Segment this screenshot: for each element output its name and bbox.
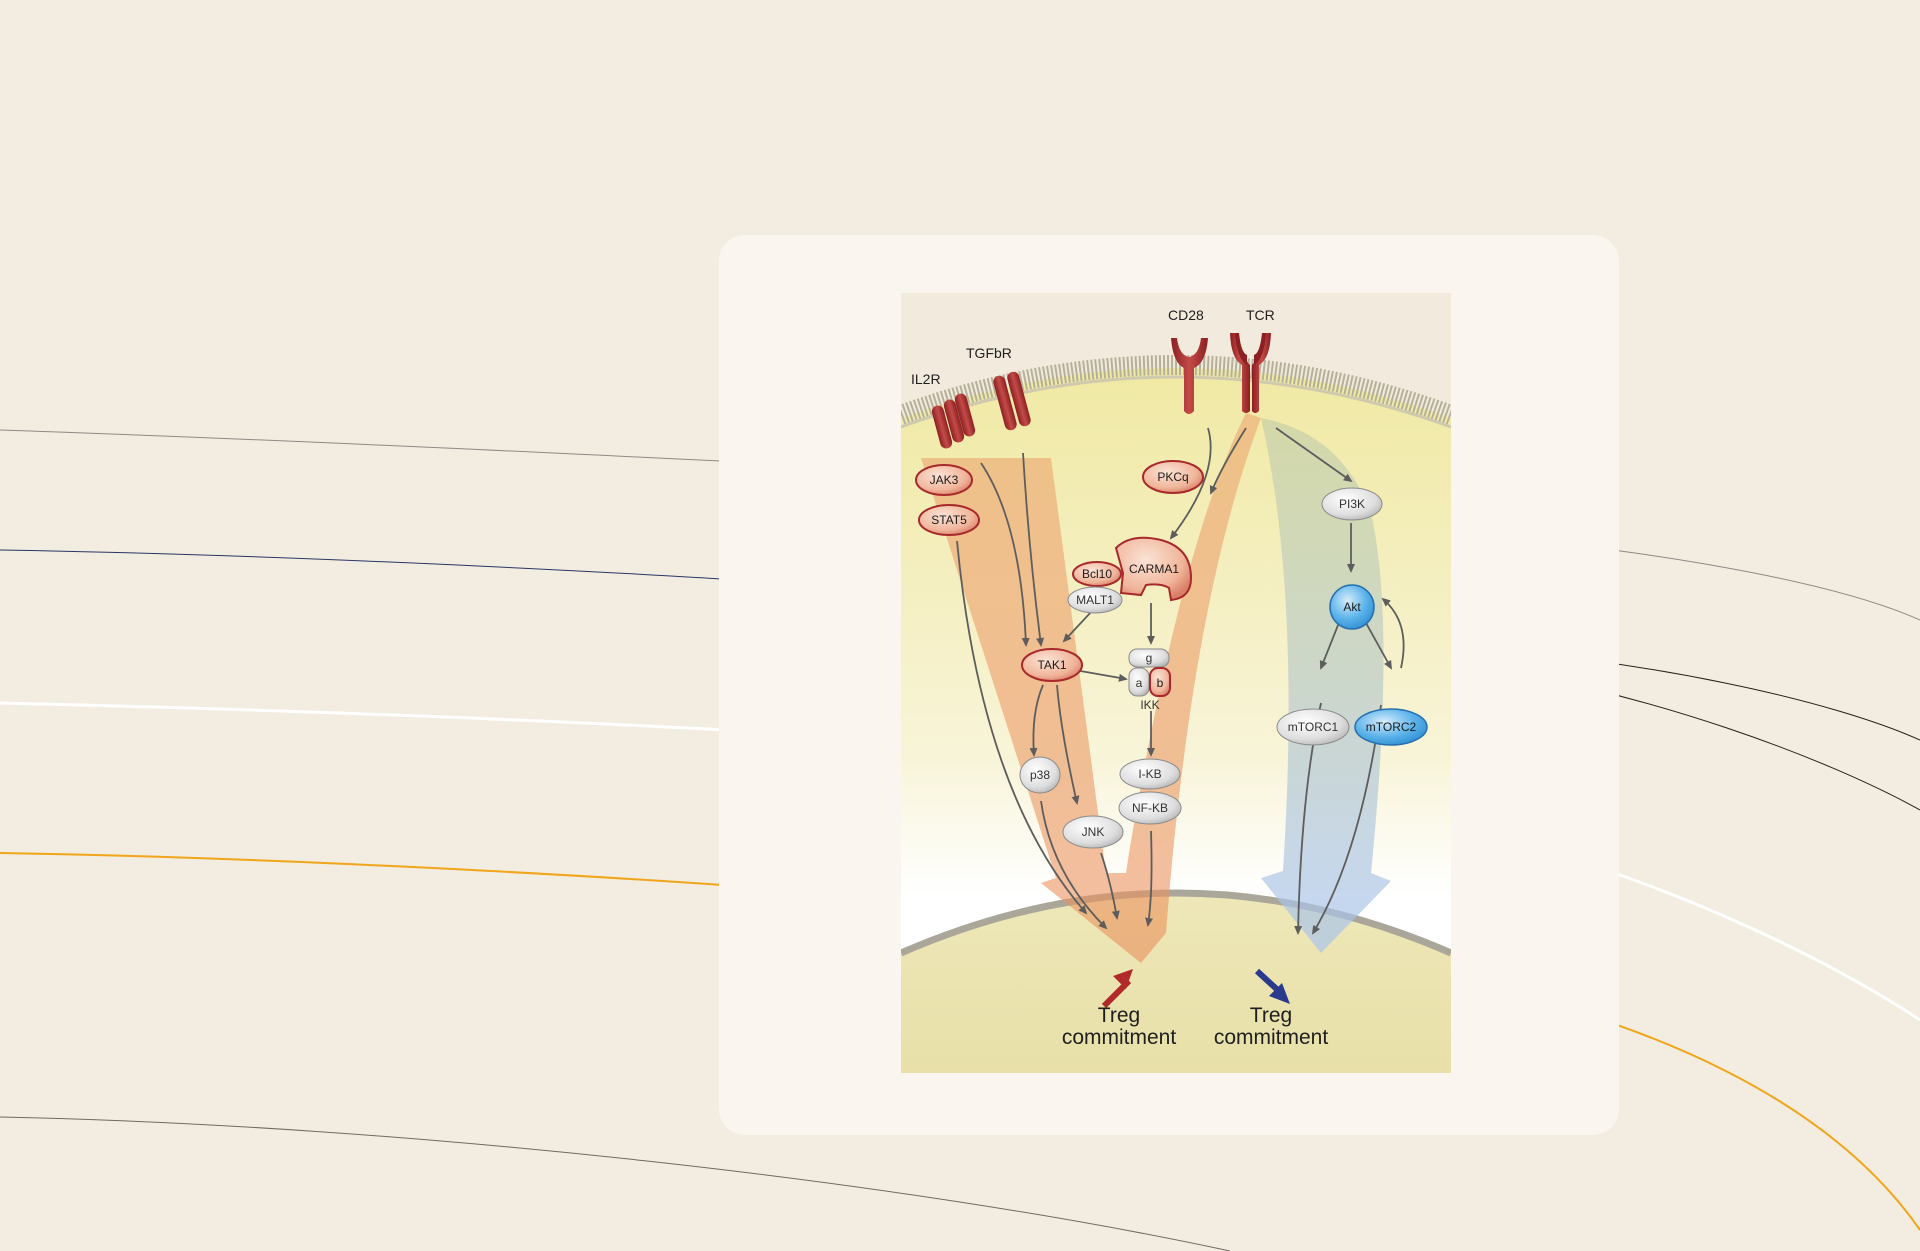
pkcq-label: PKCq xyxy=(1157,470,1188,484)
malt1-node: MALT1 xyxy=(1067,586,1123,614)
tak1-label: TAK1 xyxy=(1037,658,1066,672)
mtorc1-node: mTORC1 xyxy=(1276,708,1350,746)
ikk-alpha-label: a xyxy=(1136,676,1143,690)
background-line-grey-bottom xyxy=(0,1116,1231,1251)
positive-signaling-flow xyxy=(921,413,1261,963)
pi3k-node: PI3K xyxy=(1321,487,1383,521)
nuclear-membrane xyxy=(901,889,1451,957)
jnk-label: JNK xyxy=(1082,825,1105,839)
tak1-node: TAK1 xyxy=(1021,648,1083,682)
p38-node: p38 xyxy=(1019,756,1061,794)
nfkb-node: NF-KB xyxy=(1118,791,1182,825)
mtorc1-label: mTORC1 xyxy=(1288,720,1339,734)
stat5-label: STAT5 xyxy=(931,513,967,527)
jak3-node: JAK3 xyxy=(915,464,973,496)
ikb-node: I-KB xyxy=(1119,758,1181,790)
il2r-receptor xyxy=(931,393,976,449)
tcr-receptor xyxy=(1230,333,1271,413)
tcr-label: TCR xyxy=(1246,307,1275,323)
mtorc2-label: mTORC2 xyxy=(1366,720,1417,734)
jak3-label: JAK3 xyxy=(930,473,959,487)
right-outcome-line2: commitment xyxy=(1214,1026,1329,1049)
akt-label: Akt xyxy=(1343,600,1361,614)
tgfbr-receptor xyxy=(993,371,1031,431)
pi3k-label: PI3K xyxy=(1339,497,1365,511)
mtorc2-node: mTORC2 xyxy=(1354,708,1428,746)
ikk-label: IKK xyxy=(1140,698,1159,712)
ikk-gamma-label: g xyxy=(1146,651,1153,665)
right-outcome-line1: Treg xyxy=(1250,1004,1292,1027)
bcl10-node: Bcl10 xyxy=(1072,561,1122,587)
ikb-label: I-KB xyxy=(1138,767,1161,781)
down-arrow-icon xyxy=(1254,968,1290,1004)
bcl10-label: Bcl10 xyxy=(1082,567,1112,581)
ikk-complex: g a b IKK xyxy=(1128,648,1171,712)
treg-signaling-diagram: IL2R TGFbR CD28 TCR JAK3 STAT5 PK xyxy=(901,293,1451,1073)
pkcq-node: PKCq xyxy=(1142,460,1204,494)
left-outcome-line1: Treg xyxy=(1098,1004,1140,1027)
p38-label: p38 xyxy=(1030,768,1050,782)
tgfbr-label: TGFbR xyxy=(966,345,1012,361)
nfkb-label: NF-KB xyxy=(1132,801,1168,815)
akt-node: Akt xyxy=(1329,584,1375,630)
il2r-label: IL2R xyxy=(911,371,941,387)
cd28-label: CD28 xyxy=(1168,307,1204,323)
jnk-node: JNK xyxy=(1062,815,1124,849)
cd28-receptor xyxy=(1171,338,1208,414)
stat5-node: STAT5 xyxy=(918,504,980,536)
left-outcome-line2: commitment xyxy=(1062,1026,1177,1049)
plasma-membrane-inner xyxy=(901,375,1451,429)
plasma-membrane xyxy=(901,355,1451,425)
carma1-node: CARMA1 xyxy=(1114,536,1193,602)
up-arrow-icon xyxy=(1101,969,1133,1009)
malt1-label: MALT1 xyxy=(1076,593,1114,607)
carma1-label: CARMA1 xyxy=(1129,562,1179,576)
ikk-beta-label: b xyxy=(1157,676,1164,690)
